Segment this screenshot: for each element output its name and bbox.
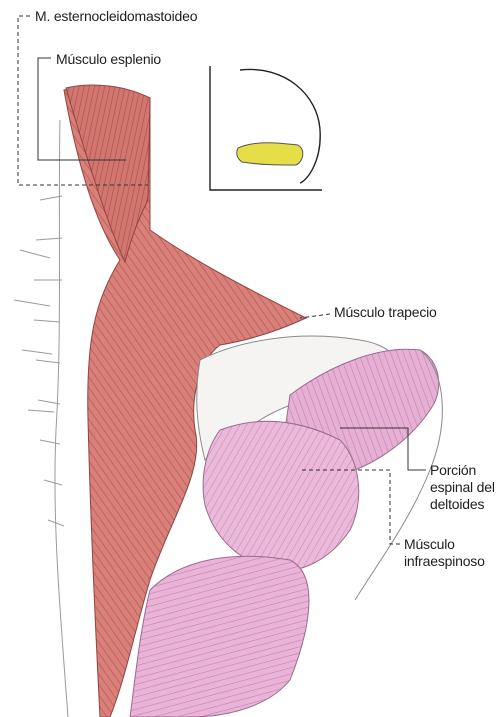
spine-outline (14, 120, 68, 717)
label-deltoid-line-2: espinal del (430, 479, 504, 496)
inset-ear-shape (237, 143, 303, 165)
label-infraspinatus: Músculo infraespinoso (404, 536, 504, 570)
label-trapezius: Músculo trapecio (334, 304, 437, 321)
label-splenius: Músculo esplenio (56, 51, 161, 68)
label-infraspinatus-line-2: infraespinoso (404, 553, 504, 570)
teres-major-muscle (130, 556, 309, 717)
orientation-inset (210, 66, 322, 190)
label-deltoid-line-3: deltoides (430, 496, 504, 513)
label-infraspinatus-line-1: Músculo (404, 536, 504, 553)
infraspinatus-muscle (203, 421, 359, 571)
label-sternocleidomastoid: M. esternocleidomastoideo (35, 8, 197, 25)
label-deltoid: Porción espinal del deltoides (430, 462, 504, 513)
label-deltoid-line-1: Porción (430, 462, 504, 479)
